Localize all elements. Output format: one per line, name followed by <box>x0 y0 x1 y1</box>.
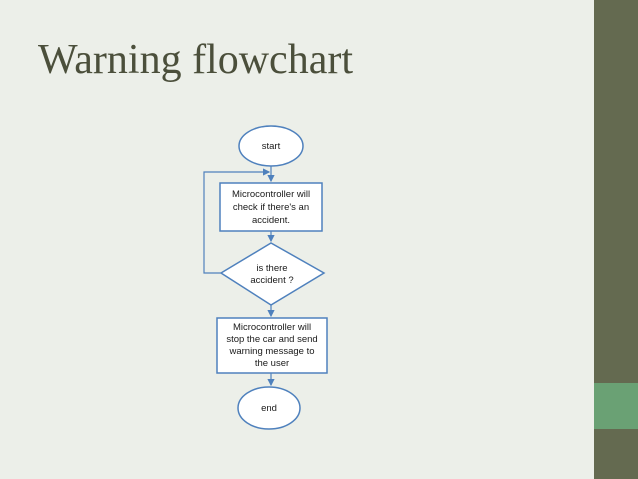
side-accent-block <box>594 383 638 429</box>
start-label: start <box>262 141 281 152</box>
decision-line-1: is there <box>256 263 287 274</box>
end-terminal <box>237 386 301 430</box>
accident-decision <box>219 242 326 306</box>
action-process-box <box>216 317 328 374</box>
check-process-line-2: check if there's an <box>233 202 309 213</box>
loop-back-arrow <box>203 168 271 274</box>
end-label: end <box>261 403 277 414</box>
slide-title: Warning flowchart <box>38 37 353 83</box>
action-process-line-4: the user <box>255 358 289 369</box>
action-process-line-2: stop the car and send <box>226 334 317 345</box>
check-process-line-1: Microcontroller will <box>232 189 310 200</box>
start-terminal <box>238 125 304 167</box>
decision-line-2: accident ? <box>250 275 293 286</box>
check-process-box <box>219 182 323 232</box>
check-process-line-3: accident. <box>252 215 290 226</box>
action-process-line-3: warning message to <box>228 346 314 357</box>
action-process-line-1: Microcontroller will <box>233 322 311 333</box>
